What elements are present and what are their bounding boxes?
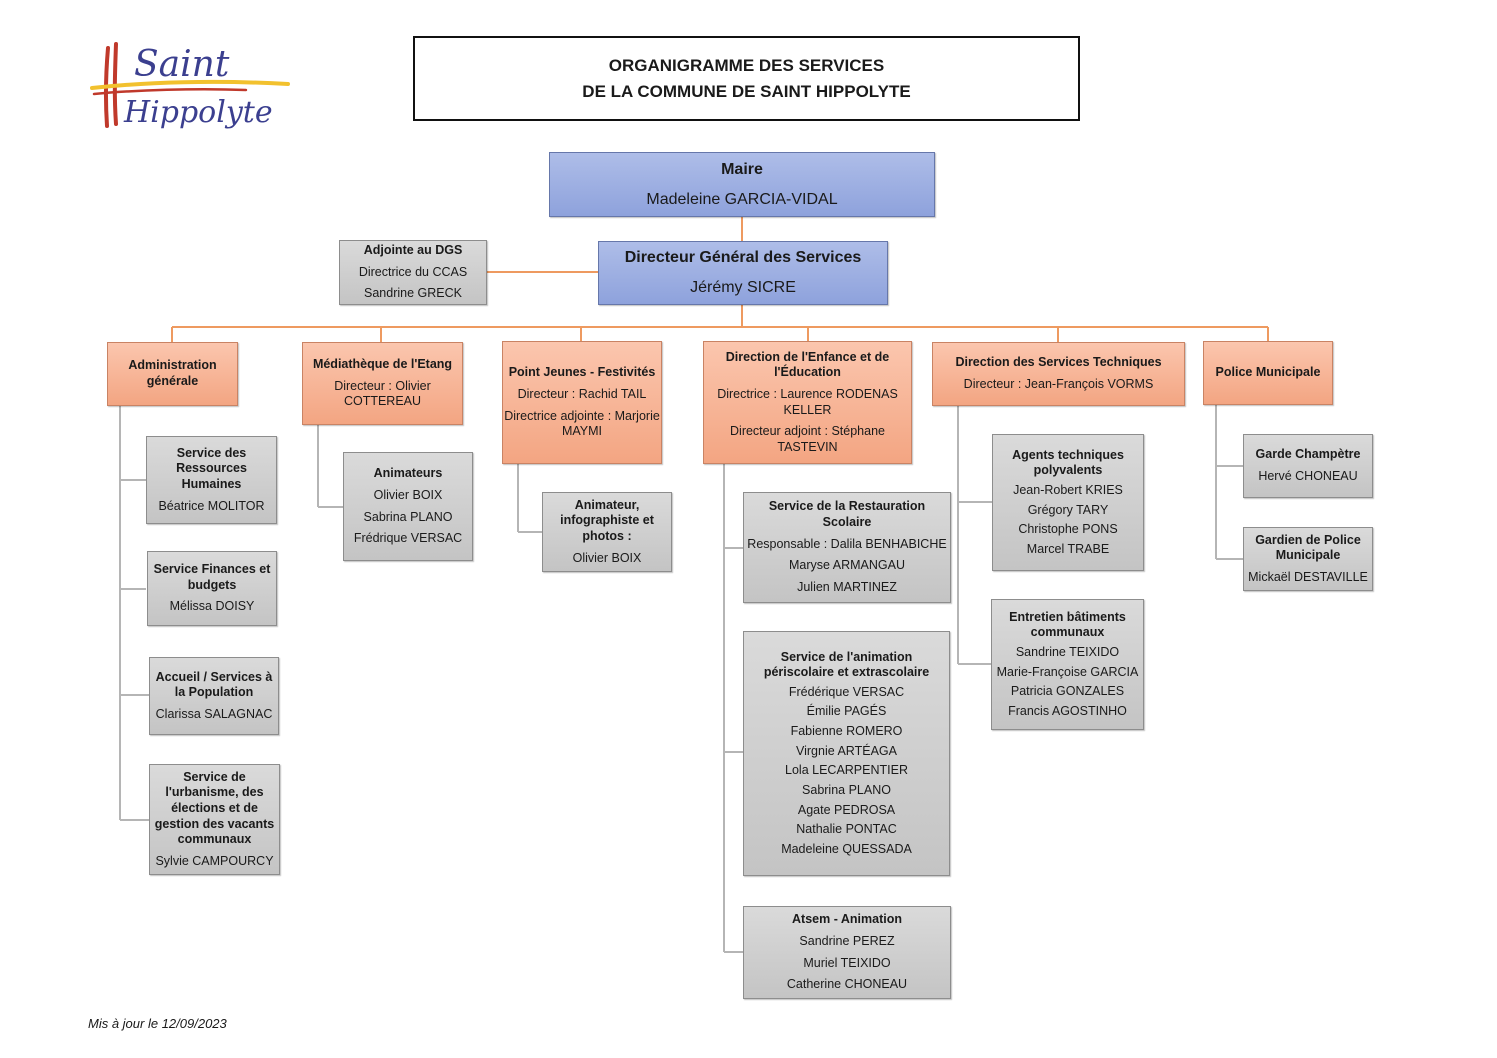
org-box-title: Service Finances et budgets: [153, 562, 271, 592]
org-box-line: Sandrine PEREZ: [799, 933, 895, 948]
org-box-line: Olivier BOIX: [373, 487, 443, 502]
org-box-line: Fabienne ROMERO: [790, 724, 903, 739]
org-box-title: Direction des Services Techniques: [955, 355, 1162, 370]
org-box-line: Jean-Robert KRIES: [1013, 482, 1123, 497]
org-box-line: Frédérique VERSAC: [788, 684, 905, 699]
org-box-line: Nathalie PONTAC: [796, 822, 897, 837]
org-box-line: Hervé CHONEAU: [1258, 469, 1358, 483]
org-box-title: Médiathèque de l'Etang: [312, 357, 453, 372]
org-box-line: Lola LECARPENTIER: [785, 763, 908, 778]
org-box-title: Maire: [721, 160, 763, 178]
org-box-line: Olivier BOIX: [572, 550, 642, 565]
org-box-title: Point Jeunes - Festivités: [508, 365, 656, 380]
org-box-title: Animateur, infographiste et photos :: [560, 497, 654, 543]
org-box-title: Accueil / Services à la Population: [155, 669, 273, 700]
svg-text:Hippolyte: Hippolyte: [123, 95, 273, 130]
svg-text:Saint: Saint: [134, 44, 230, 85]
org-box-line: Sabrina PLANO: [802, 782, 891, 797]
org-box-title: Service de la Restauration Scolaire: [768, 499, 926, 530]
org-box-line: Clarissa SALAGNAC: [155, 706, 273, 721]
org-box-urbanisme: Service de l'urbanisme, des élections et…: [149, 764, 280, 875]
saint-hippolyte-logo: Saint Hippolyte: [86, 26, 296, 152]
org-box-line: Directeur adjoint : Stéphane TASTEVIN: [730, 424, 885, 454]
org-box-enfance: Direction de l'Enfance et de l'Éducation…: [703, 341, 912, 464]
grey-connectors: [119, 405, 1243, 953]
org-box-title: Direction de l'Enfance et de l'Éducation: [725, 349, 890, 380]
org-box-line: Marie-Françoise GARCIA: [996, 664, 1139, 679]
org-box-line: Responsable : Dalila BENHABICHE: [747, 536, 947, 551]
org-box-line: Catherine CHONEAU: [786, 977, 908, 992]
org-box-police: Police Municipale: [1203, 341, 1333, 405]
chart-title-line1: ORGANIGRAMME DES SERVICES: [608, 55, 885, 75]
org-box-line: Directrice : Laurence RODENAS KELLER: [717, 386, 898, 417]
org-box-line: Émilie PAGÉS: [806, 704, 887, 719]
org-box-line: Virgnie ARTÉAGA: [796, 743, 897, 758]
org-box-title: Service de l'urbanisme, des élections et…: [154, 769, 275, 847]
org-box-line: Maryse ARMANGAU: [789, 558, 905, 573]
org-box-line: Muriel TEIXIDO: [803, 955, 891, 970]
org-box-line: Madeleine QUESSADA: [781, 841, 912, 856]
org-box-line: Sandrine TEIXIDO: [1015, 644, 1120, 659]
org-box-title: Service des Ressources Humaines: [176, 445, 247, 491]
chart-title-line2: DE LA COMMUNE DE SAINT HIPPOLYTE: [582, 81, 911, 101]
org-box-title: Animateurs: [373, 466, 443, 481]
org-box-line: Directrice du CCAS: [358, 264, 468, 279]
org-box-line: Patricia GONZALES: [1010, 684, 1125, 699]
org-box-title: Gardien de Police Municipale: [1255, 532, 1361, 563]
org-box-title: Agents techniques polyvalents: [1012, 447, 1124, 478]
last-updated-note: Mis à jour le 12/09/2023: [88, 1016, 227, 1031]
org-box-line: Marcel TRABE: [1026, 541, 1110, 556]
org-box-adjointe-dgs: Adjointe au DGS Directrice du CCAS Sandrin…: [339, 240, 487, 305]
org-box-title: Service de l'animation périscolaire et e…: [763, 649, 930, 680]
orange-connectors: [171, 217, 1269, 342]
org-box-line: Jérémy SICRE: [690, 279, 796, 296]
org-box-line: Agate PEDROSA: [797, 802, 896, 817]
org-box-line: Sabrina PLANO: [363, 509, 453, 524]
org-box-line: Directeur : Olivier COTTEREAU: [334, 378, 431, 409]
org-box-title: Police Municipale: [1215, 365, 1321, 380]
org-box-animateur-infographiste: Animateur, infographiste et photos : Oliv…: [542, 492, 672, 572]
org-box-title: Administration générale: [128, 358, 217, 388]
org-box-line: Sandrine GRECK: [364, 286, 462, 301]
org-box-line: Christophe PONS: [1018, 522, 1118, 537]
org-box-line: Directeur : Jean-François VORMS: [963, 377, 1154, 391]
org-box-periscolaire: Service de l'animation périscolaire et e…: [743, 631, 950, 876]
chart-title-box: ORGANIGRAMME DES SERVICES DE LA COMMUNE …: [413, 36, 1080, 121]
org-box-title: Adjointe au DGS: [363, 243, 463, 258]
org-box-line: Frédrique VERSAC: [353, 531, 463, 546]
org-box-line: Mickaël DESTAVILLE: [1248, 569, 1368, 584]
org-box-title: Atsem - Animation: [792, 912, 902, 927]
org-box-title: Entretien bâtiments communaux: [1009, 609, 1126, 640]
org-box-line: Madeleine GARCIA-VIDAL: [646, 190, 838, 208]
org-box-admin: Administration générale: [107, 342, 238, 406]
org-box-title: Garde Champètre: [1255, 447, 1361, 462]
org-box-line: Grégory TARY: [1027, 502, 1109, 517]
org-box-line: Directeur : Rachid TAIL: [517, 386, 647, 401]
org-box-line: Francis AGOSTINHO: [1008, 703, 1127, 718]
org-box-line: Béatrice MOLITOR: [158, 498, 265, 513]
org-box-line: Directrice adjointe : Marjorie MAYMI: [504, 408, 660, 439]
org-box-line: Julien MARTINEZ: [797, 579, 897, 594]
org-box-title: Directeur Général des Services: [624, 249, 862, 266]
org-box-line: Mélissa DOISY: [169, 599, 255, 614]
org-box-line: Sylvie CAMPOURCY: [155, 853, 274, 868]
